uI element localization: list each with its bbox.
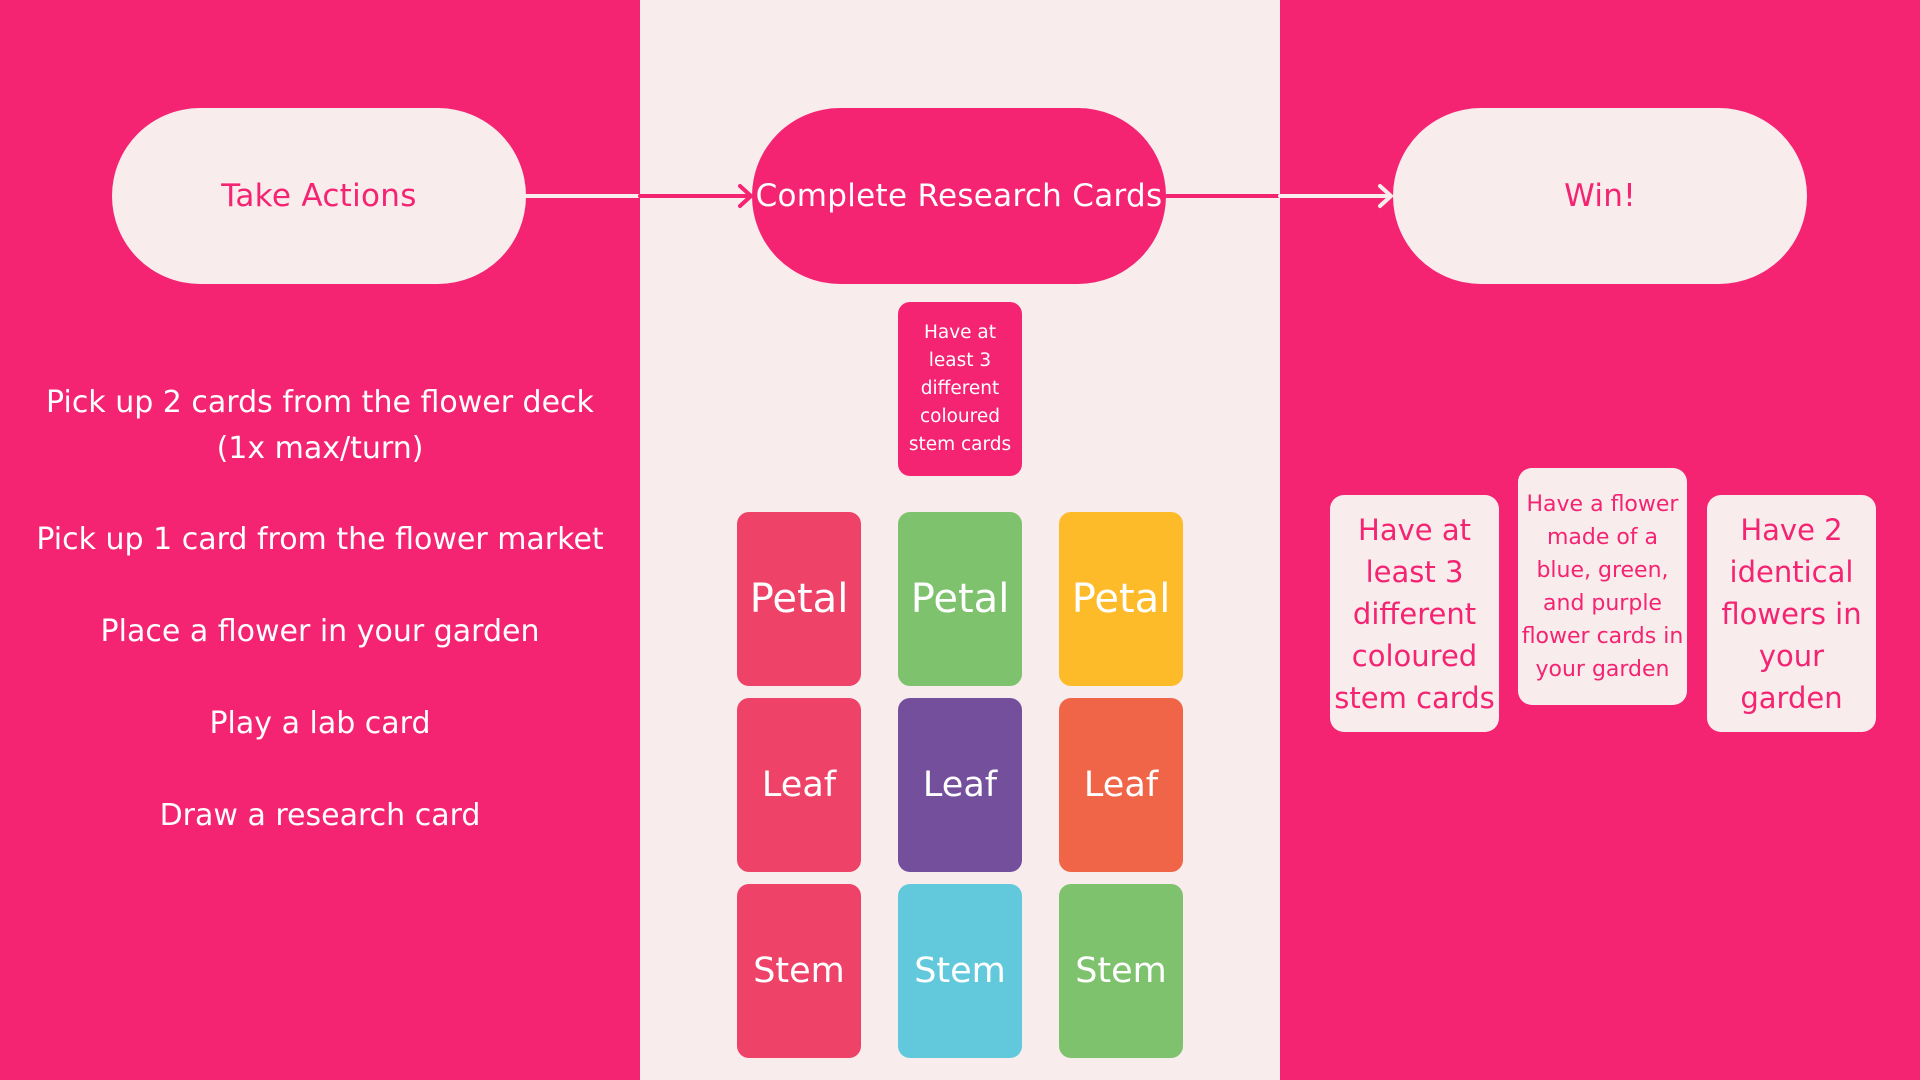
flower-card-label: Stem [1075, 951, 1167, 991]
action-item: Play a lab card [209, 706, 431, 741]
win-condition-card: Have 2 identical flowers in your garden [1707, 495, 1876, 732]
win-card-line: coloured [1351, 638, 1478, 673]
win-card-line: flowers in [1721, 596, 1862, 631]
win-card-line: Have a flower [1526, 491, 1679, 517]
flower-card-label: Petal [1071, 576, 1171, 622]
win-label: Win! [1564, 178, 1636, 214]
flower-card-label: Leaf [1083, 765, 1159, 805]
flower-card: Petal [898, 512, 1022, 686]
flower-card: Petal [1059, 512, 1183, 686]
arrow-2-head [1378, 184, 1393, 208]
flower-card: Leaf [898, 698, 1022, 872]
flower-card: Leaf [737, 698, 861, 872]
action-item: Pick up 2 cards from the flower deck (1x… [0, 380, 640, 472]
win-card-line: flower cards in [1521, 623, 1684, 649]
win-card-line: Have 2 [1740, 512, 1843, 547]
flower-card-label: Petal [910, 576, 1010, 622]
flower-card-label: Stem [753, 951, 845, 991]
action-item: Pick up 1 card from the flower market [36, 522, 604, 557]
flower-card: Petal [737, 512, 861, 686]
win-card-line: different [1352, 596, 1477, 631]
flower-card: Stem [737, 884, 861, 1058]
take-actions-node: Take Actions [112, 108, 526, 284]
win-node: Win! [1393, 108, 1807, 284]
research-card-example: Have at least 3 different coloured stem … [898, 302, 1022, 476]
win-card-line: your [1758, 638, 1825, 673]
win-card-line: made of a [1546, 524, 1659, 550]
action-item: Draw a research card [159, 798, 481, 833]
flower-card-label: Petal [749, 576, 849, 622]
research-card-line: stem cards [908, 434, 1012, 455]
flower-card: Leaf [1059, 698, 1183, 872]
flower-card: Stem [1059, 884, 1183, 1058]
flower-card-label: Leaf [922, 765, 998, 805]
win-card-line: identical [1729, 554, 1854, 589]
win-card-line: least 3 [1365, 554, 1464, 589]
win-card-line: garden [1740, 680, 1843, 715]
win-condition-card: Have a flower made of a blue, green, and… [1518, 468, 1687, 705]
win-card-line: and purple [1543, 590, 1662, 616]
flower-card-label: Stem [914, 951, 1006, 991]
flower-card-label: Leaf [761, 765, 837, 805]
research-card-line: least 3 [928, 350, 992, 371]
win-card-line: Have at [1358, 512, 1471, 547]
complete-research-node: Complete Research Cards [752, 108, 1166, 284]
take-actions-label: Take Actions [221, 178, 417, 214]
flower-card: Stem [898, 884, 1022, 1058]
action-line: Pick up 2 cards from the flower deck [46, 385, 594, 420]
research-card-line: Have at [923, 322, 997, 343]
action-item: Place a flower in your garden [100, 614, 540, 649]
win-card-line: your garden [1535, 656, 1670, 682]
research-card-line: coloured [919, 406, 1000, 427]
arrow-1-head [738, 184, 753, 208]
win-card-line: stem cards [1334, 680, 1495, 715]
win-condition-card: Have at least 3 different coloured stem … [1330, 495, 1499, 732]
complete-research-label: Complete Research Cards [755, 178, 1163, 214]
action-line: (1x max/turn) [216, 431, 424, 466]
win-card-line: blue, green, [1536, 557, 1669, 583]
research-card-line: different [920, 378, 1000, 399]
